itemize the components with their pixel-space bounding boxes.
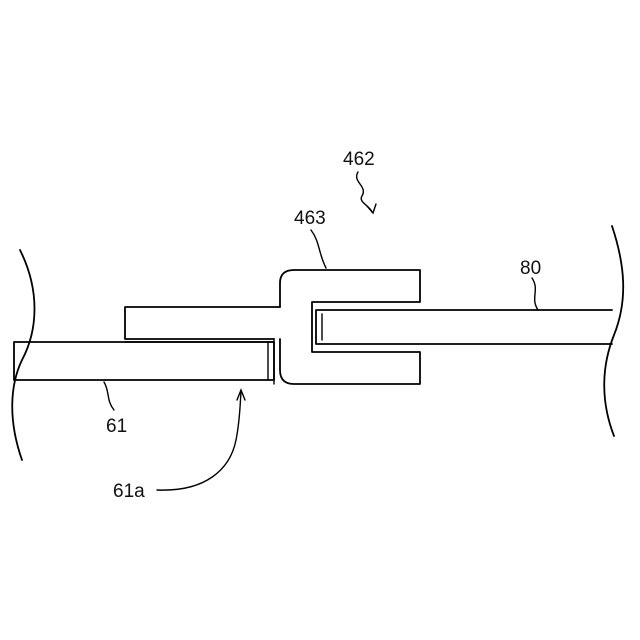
label-61: 61 <box>106 416 127 437</box>
leader-462 <box>357 172 372 212</box>
label-61a: 61a <box>113 481 145 502</box>
label-80: 80 <box>520 258 541 279</box>
cable-80 <box>316 310 612 344</box>
clip-463-body <box>280 270 420 384</box>
arrowhead-462 <box>367 204 376 213</box>
clip-463-left-arm <box>125 307 280 339</box>
right-break-line <box>604 226 623 436</box>
leader-463 <box>311 230 326 268</box>
label-462: 462 <box>343 149 375 170</box>
leader-80 <box>532 278 538 310</box>
leader-61 <box>104 382 114 410</box>
substrate-61 <box>14 342 274 380</box>
label-463: 463 <box>294 208 326 229</box>
left-break-line <box>12 250 34 460</box>
leader-61a <box>157 392 241 490</box>
